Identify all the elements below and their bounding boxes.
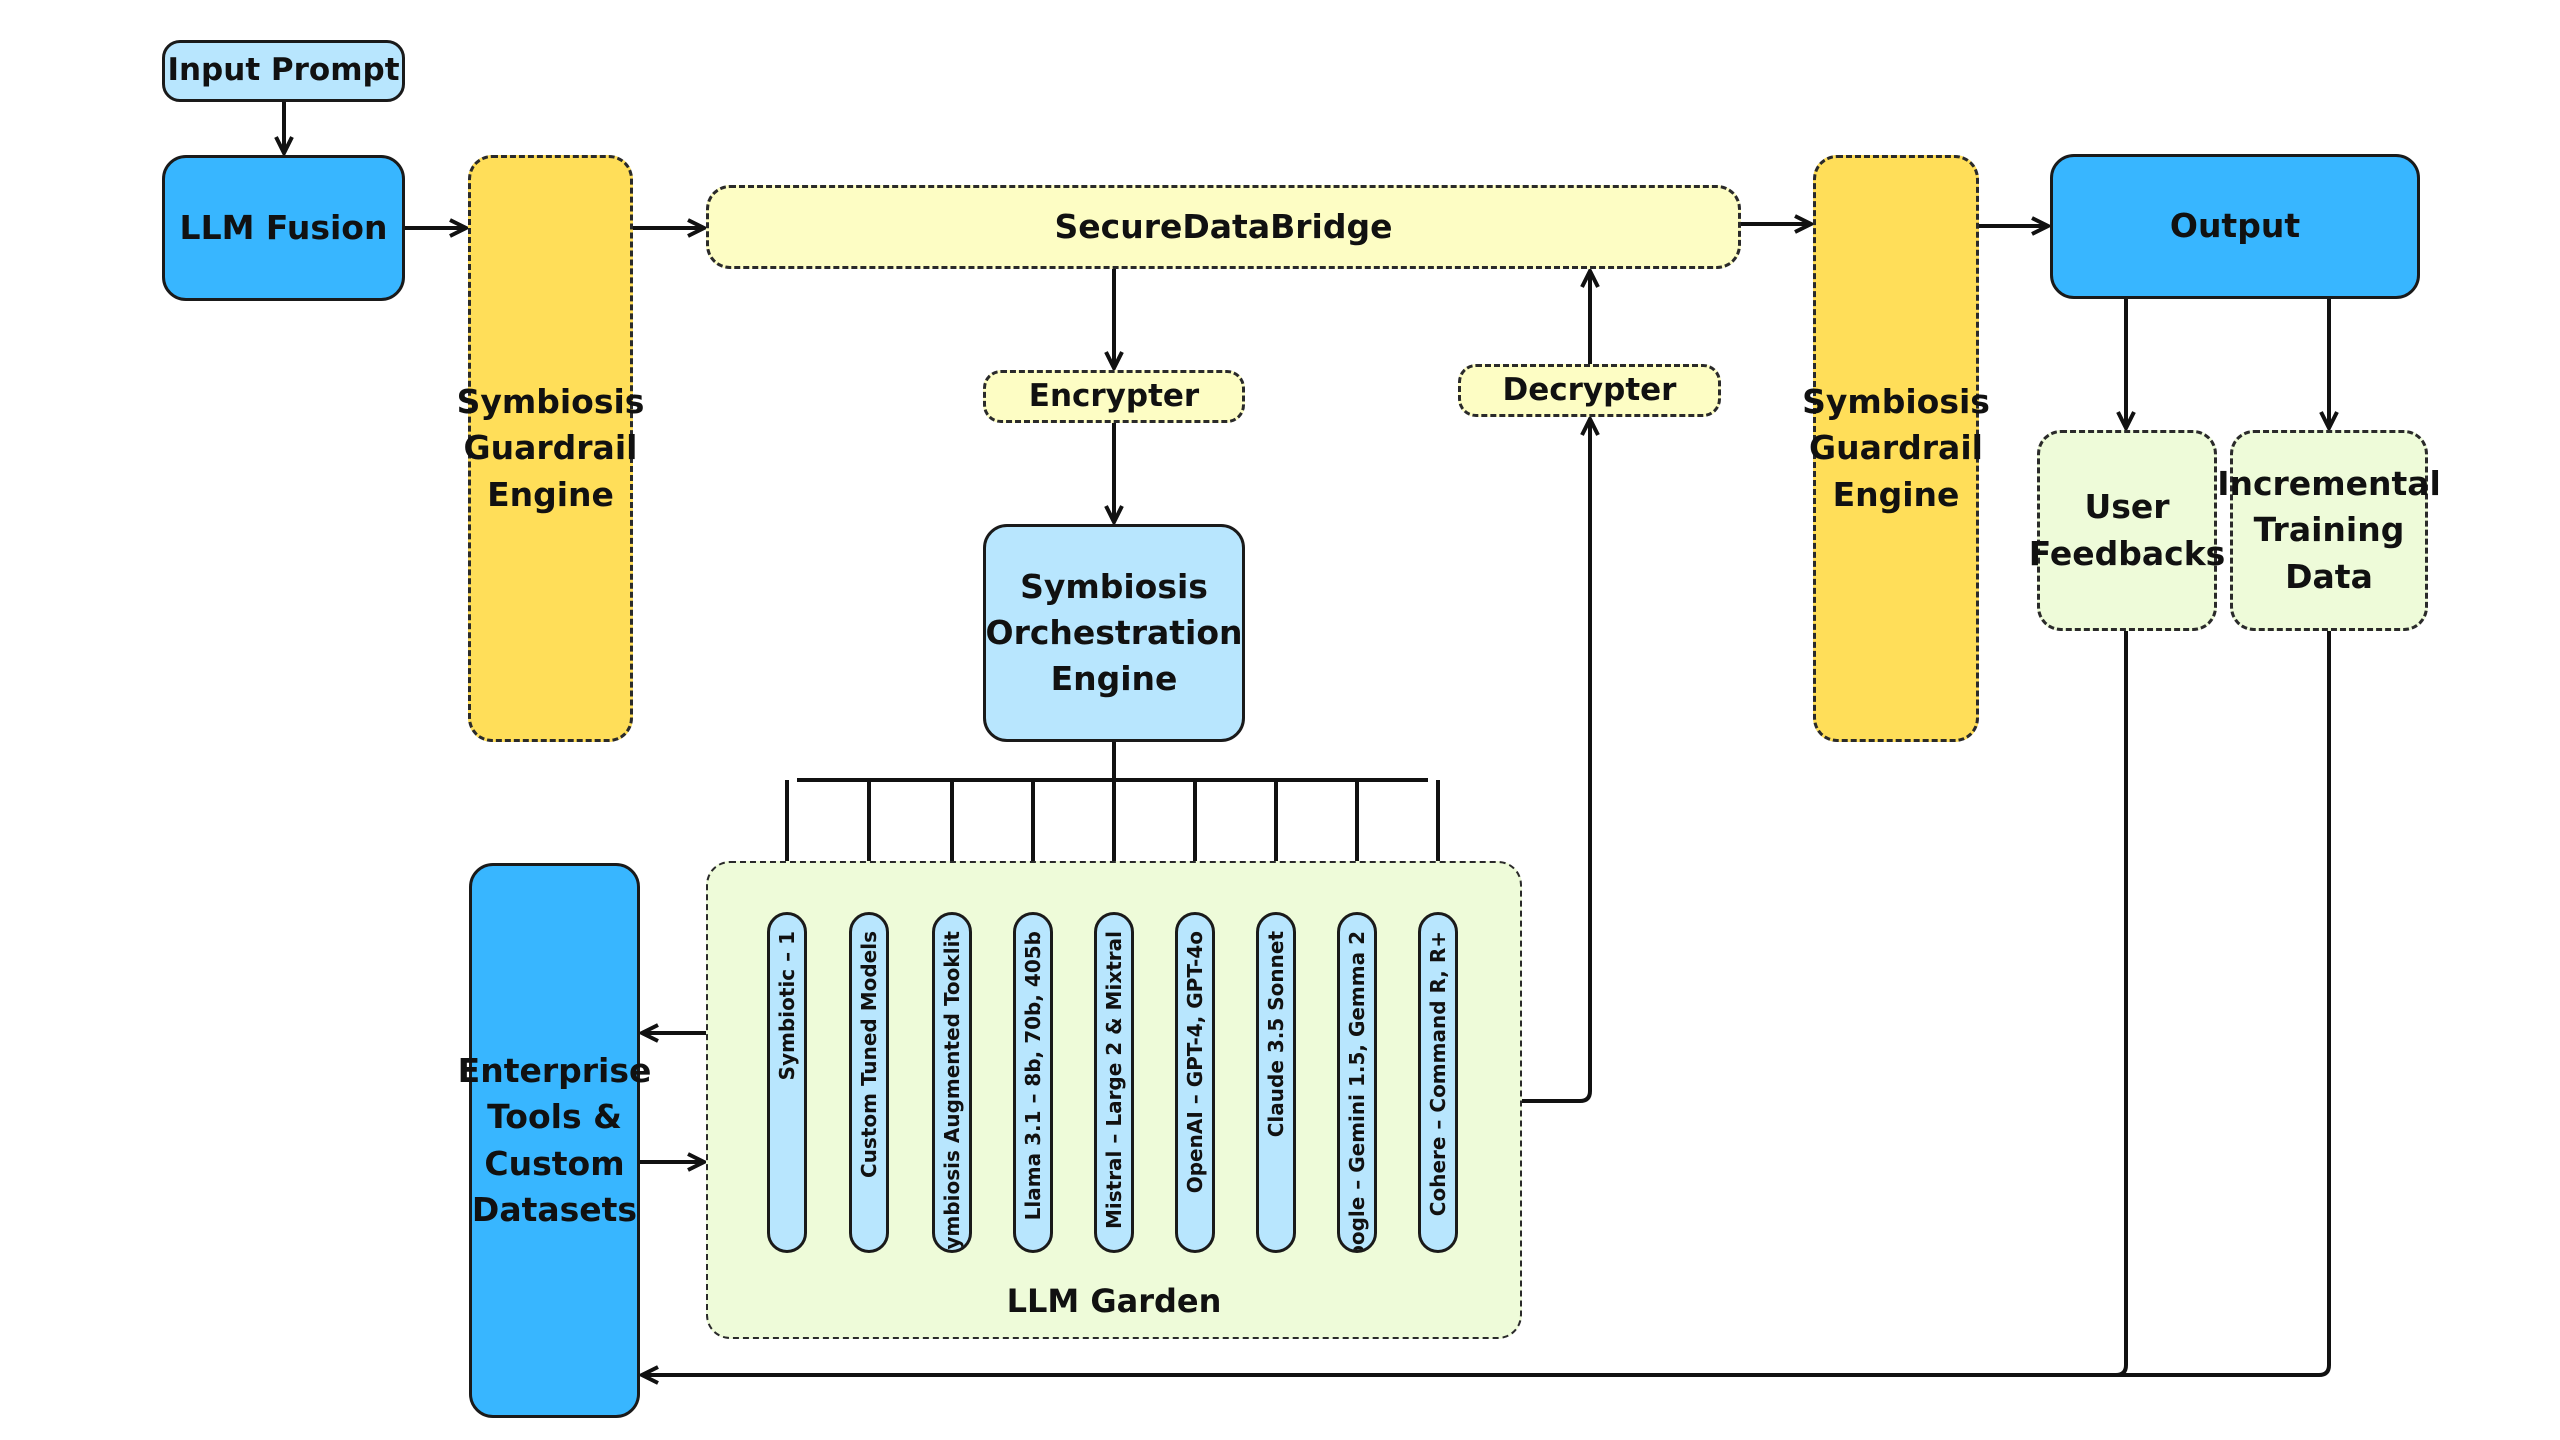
model-pill-label: OpenAI – GPT-4, GPT-4o [1183, 931, 1207, 1194]
llm-fusion-node: LLM Fusion [162, 155, 405, 301]
input-prompt-label: Input Prompt [167, 52, 400, 89]
user-feedbacks-node: User Feedbacks [2029, 430, 2225, 631]
model-pill-label: Mistral – Large 2 & Mixtral [1102, 931, 1126, 1230]
return-line-feedbacks [2115, 631, 2128, 1377]
decrypter-node: Decrypter [1458, 364, 1721, 417]
model-pill: Symbiosis Augmented Tooklit [932, 912, 972, 1253]
output-node: Output [2050, 154, 2420, 299]
decrypter-label: Decrypter [1502, 371, 1677, 408]
model-pill: Google – Gemini 1.5, Gemma 2 [1337, 912, 1377, 1253]
input-prompt-node: Input Prompt [162, 40, 405, 102]
model-pill-label: Google – Gemini 1.5, Gemma 2 [1345, 931, 1369, 1253]
output-label: Output [2169, 206, 2301, 246]
model-pill: Llama 3.1 – 8b, 70b, 405b [1013, 912, 1053, 1253]
model-pill-label: Symbiotic – 1 [775, 931, 799, 1081]
user-feedbacks-label: User Feedbacks [2028, 487, 2226, 573]
guardrail-right-label: Symbiosis Guardrail Engine [1802, 382, 1990, 514]
enterprise-tools-label: Enterprise Tools & Custom Datasets [457, 1051, 652, 1229]
arrow-garden-to-decrypter [1522, 419, 1590, 1103]
guardrail-engine-right: Symbiosis Guardrail Engine [1802, 155, 1990, 742]
model-pill-label: Llama 3.1 – 8b, 70b, 405b [1021, 931, 1045, 1221]
encrypter-label: Encrypter [1028, 377, 1200, 414]
model-pill: Mistral – Large 2 & Mixtral [1094, 912, 1134, 1253]
guardrail-left-label: Symbiosis Guardrail Engine [456, 382, 645, 514]
orchestration-engine-node: Symbiosis Orchestration Engine [983, 524, 1245, 742]
incremental-training-label: Incremental Training Data [2217, 464, 2441, 596]
incremental-training-node: Incremental Training Data [2217, 430, 2441, 631]
llm-fusion-label: LLM Fusion [179, 207, 388, 247]
model-pill-label: Cohere – Command R, R+ [1426, 931, 1450, 1217]
guardrail-engine-left: Symbiosis Guardrail Engine [457, 155, 644, 742]
encrypter-node: Encrypter [983, 370, 1245, 423]
model-pill-label: Custom Tuned Models [857, 931, 881, 1178]
secure-data-bridge-label: SecureDataBridge [1054, 206, 1393, 246]
model-pill: Custom Tuned Models [849, 912, 889, 1253]
enterprise-tools-node: Enterprise Tools & Custom Datasets [458, 863, 651, 1418]
llm-garden-title: LLM Garden [1006, 1282, 1222, 1320]
orchestration-engine-label: Symbiosis Orchestration Engine [985, 566, 1243, 699]
model-pill-label: Symbiosis Augmented Tooklit [940, 931, 964, 1253]
model-pill: OpenAI – GPT-4, GPT-4o [1175, 912, 1215, 1253]
model-pill: Cohere – Command R, R+ [1418, 912, 1458, 1253]
model-pill-label: Claude 3.5 Sonnet [1264, 931, 1288, 1138]
model-pill: Claude 3.5 Sonnet [1256, 912, 1296, 1253]
secure-data-bridge-node: SecureDataBridge [706, 185, 1741, 269]
model-pill: Symbiotic – 1 [767, 912, 807, 1253]
